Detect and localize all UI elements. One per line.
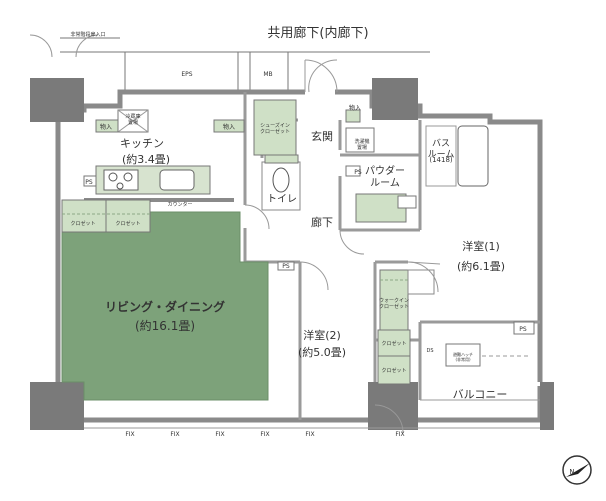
structural-columns bbox=[30, 78, 554, 430]
fix-label: FIX bbox=[260, 431, 269, 438]
fix-label: FIX bbox=[305, 431, 314, 438]
entrance-label: 玄関 bbox=[311, 129, 333, 143]
storage-in bbox=[95, 119, 119, 133]
stove-icon bbox=[103, 169, 139, 191]
ps-label: PS bbox=[85, 179, 93, 186]
north-label: N bbox=[569, 468, 574, 476]
closet-label: クロゼット bbox=[381, 367, 406, 374]
column bbox=[540, 382, 554, 430]
evac-hatch-label: 避難ハッチ(非常用) bbox=[453, 351, 473, 362]
pipe-spaces bbox=[83, 165, 535, 335]
closet-label: クロゼット bbox=[381, 340, 406, 347]
living-size-label: (約16.1畳) bbox=[135, 318, 195, 333]
column bbox=[372, 78, 418, 120]
shoe-closet bbox=[253, 99, 297, 156]
western1-size-label: (約6.1畳) bbox=[457, 259, 505, 273]
western1-label: 洋室(1) bbox=[462, 239, 500, 253]
western2-size-label: (約5.0畳) bbox=[298, 345, 346, 359]
fix-label: FIX bbox=[125, 431, 134, 438]
closet-label: クロゼット bbox=[70, 220, 95, 227]
storage-label: 物入 bbox=[349, 104, 361, 112]
storage-label: 物入 bbox=[100, 123, 112, 131]
ds-label: DS bbox=[426, 348, 433, 354]
ps-label: PS bbox=[282, 263, 290, 270]
powder-room-label: パウダールーム bbox=[365, 164, 405, 189]
corridor-label: 共用廊下(内廊下) bbox=[267, 25, 368, 41]
fix-label: FIX bbox=[170, 431, 179, 438]
balcony-railing bbox=[84, 399, 540, 429]
shaft-area bbox=[124, 51, 289, 93]
bath-size-label: (1418) bbox=[429, 156, 453, 164]
sink-icon bbox=[159, 169, 195, 191]
fix-label: FIX bbox=[215, 431, 224, 438]
western2-closets bbox=[377, 329, 411, 385]
balcony-label: バルコニー bbox=[453, 388, 508, 401]
kitchen-label: キッチン bbox=[120, 137, 164, 150]
compass-icon bbox=[562, 455, 592, 485]
living-closets bbox=[61, 199, 151, 233]
fix-label: FIX bbox=[395, 431, 404, 438]
toilet-room bbox=[261, 154, 301, 211]
ps-label: PS bbox=[519, 326, 527, 333]
living-label: リビング・ダイニング bbox=[105, 299, 225, 314]
toilet-label: トイレ bbox=[267, 194, 297, 205]
storage-label: 物入 bbox=[223, 123, 235, 131]
column bbox=[30, 78, 84, 122]
emergency-door-swing bbox=[29, 34, 53, 58]
shoe-closet-label: シューズインクローゼット bbox=[260, 122, 290, 135]
counter-label: カウンター bbox=[167, 201, 192, 208]
evacuation-hatch bbox=[445, 343, 481, 367]
hall-label: 廊下 bbox=[311, 215, 333, 229]
bath-label: バスルーム bbox=[428, 138, 455, 160]
western2-label: 洋室(2) bbox=[303, 328, 341, 342]
mb-label: MB bbox=[263, 71, 272, 78]
door-swings bbox=[244, 59, 441, 434]
washer-label: 洗濯機置場 bbox=[354, 138, 369, 151]
kitchen-counters bbox=[84, 109, 245, 202]
storage-in bbox=[213, 119, 245, 133]
powder-room-fixtures bbox=[345, 109, 417, 223]
closet-label: クロゼット bbox=[115, 220, 140, 227]
emergency-door-label: 非常階段扉入口 bbox=[70, 31, 105, 38]
toilet-icon bbox=[272, 167, 290, 193]
washer-space bbox=[345, 127, 375, 153]
walk-in-closet-label: ウォークインクローゼット bbox=[379, 297, 409, 310]
kitchen-size-label: (約3.4畳) bbox=[122, 152, 170, 166]
bathtub-icon bbox=[457, 125, 489, 187]
ps-label: PS bbox=[354, 169, 362, 176]
column bbox=[368, 382, 418, 430]
bathroom bbox=[425, 125, 489, 187]
column bbox=[30, 382, 84, 430]
eps-label: EPS bbox=[181, 71, 192, 78]
refrigerator-label: 冷蔵庫置場 bbox=[125, 113, 140, 126]
